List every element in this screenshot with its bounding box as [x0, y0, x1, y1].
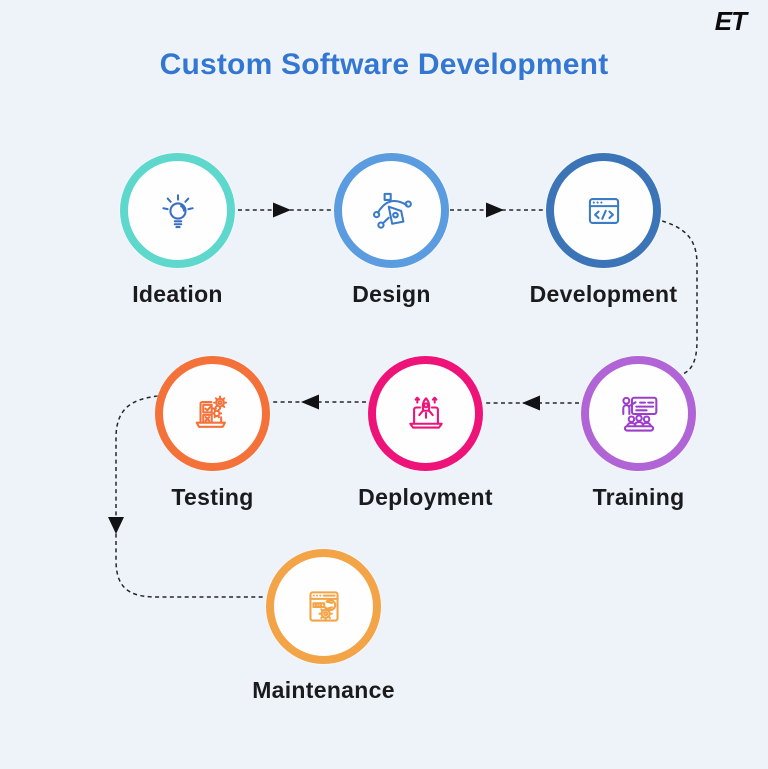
pen-tool-icon [372, 192, 412, 229]
step-circle [120, 153, 235, 268]
step-label: Maintenance [252, 677, 395, 703]
connector-development-training [654, 218, 698, 377]
lightbulb-icon [161, 193, 194, 228]
rocket-launch-icon [408, 396, 443, 429]
step-maintenance: Maintenance [252, 549, 395, 703]
step-circle [334, 153, 449, 268]
step-label: Training [592, 484, 685, 510]
step-label: Testing [171, 484, 254, 510]
step-circle [546, 153, 661, 268]
step-circle [155, 356, 270, 471]
code-window-icon [588, 197, 619, 224]
step-training: Training [581, 356, 696, 510]
step-design: Design [334, 153, 449, 307]
arrowhead-right-icon [486, 202, 504, 218]
step-label: Development [529, 281, 678, 307]
wrench-gear-icon [308, 590, 339, 622]
step-label: Deployment [358, 484, 493, 510]
arrowhead-left-icon [522, 395, 540, 411]
step-label: Ideation [132, 281, 223, 307]
step-testing: Testing [155, 356, 270, 510]
step-circle [266, 549, 381, 664]
step-development: Development [530, 153, 677, 307]
page-title: Custom Software Development [159, 48, 609, 81]
presentation-icon [621, 396, 657, 432]
et-logo: ET [714, 6, 747, 36]
testing-gears-icon [195, 395, 227, 428]
step-label: Design [352, 281, 431, 307]
connector-testing-maintenance [115, 395, 265, 598]
step-circle [581, 356, 696, 471]
arrowhead-down-icon [108, 517, 124, 534]
arrowhead-right-icon [273, 202, 291, 218]
step-deployment: Deployment [358, 356, 493, 510]
step-ideation: Ideation [120, 153, 235, 307]
step-circle [368, 356, 483, 471]
arrowhead-left-icon [301, 394, 319, 410]
